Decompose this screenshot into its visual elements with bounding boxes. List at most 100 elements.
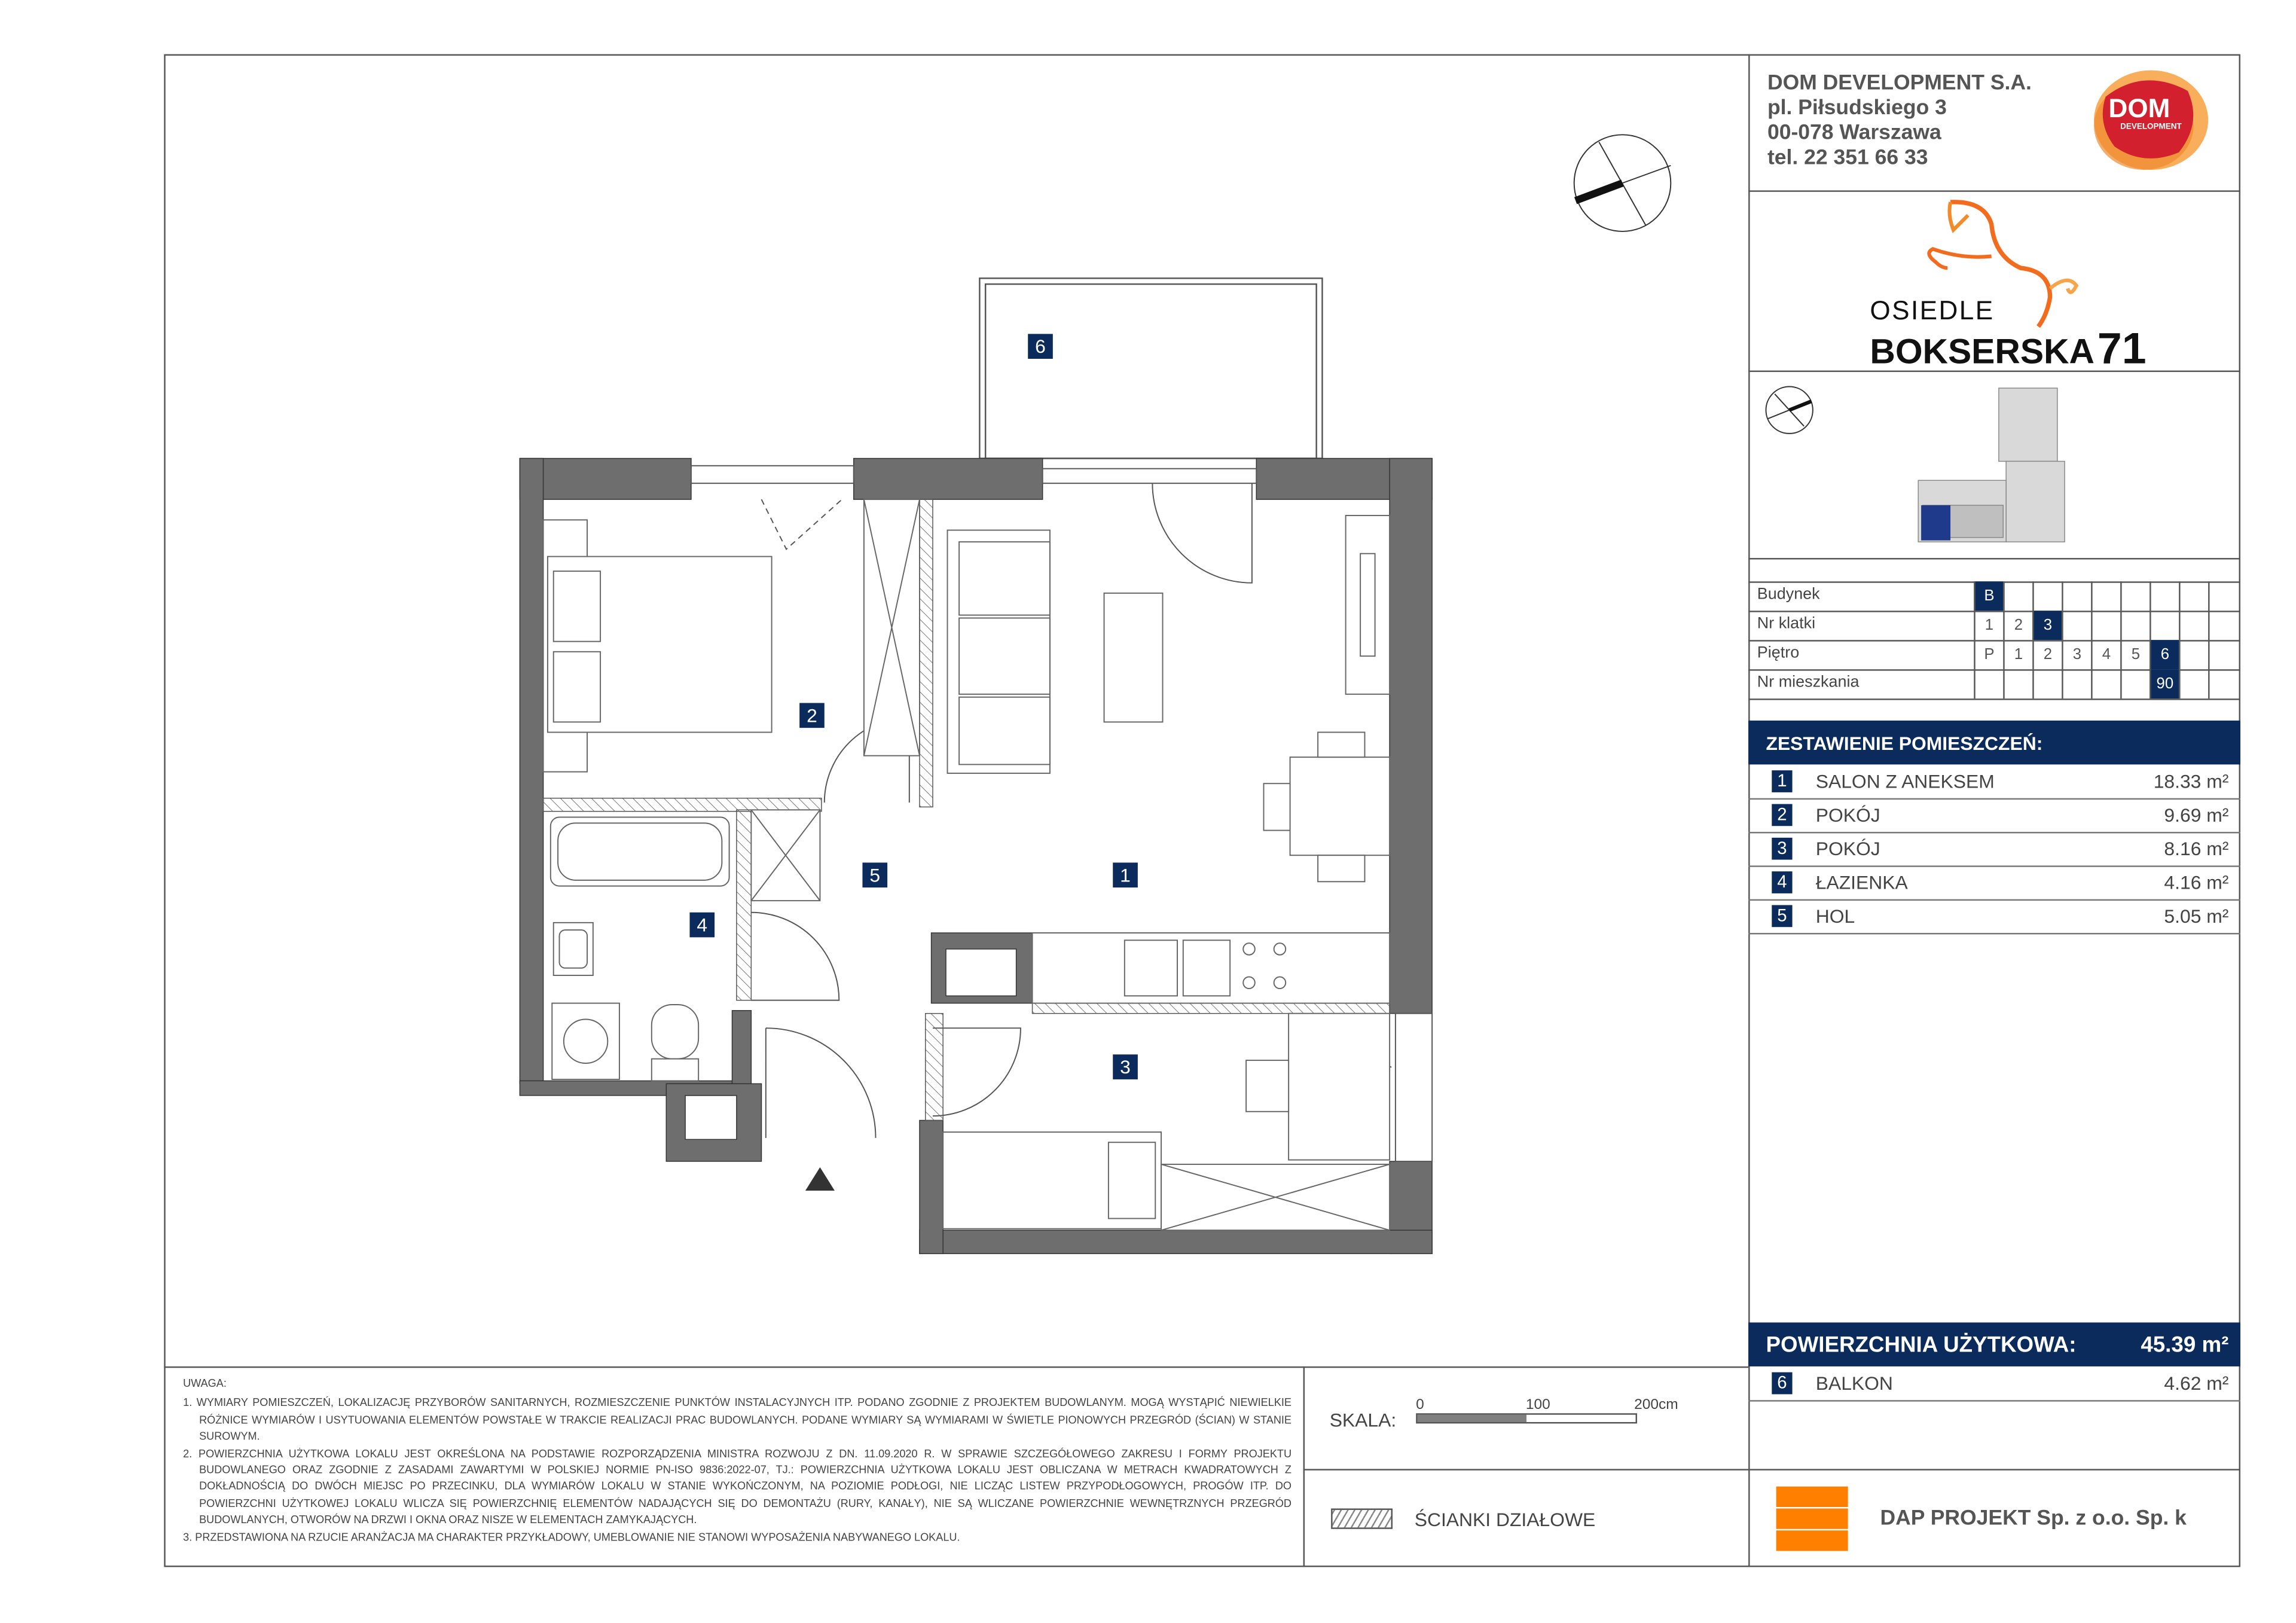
info-cell bbox=[2003, 581, 2032, 611]
info-cell bbox=[2091, 581, 2120, 611]
room-row: 1 SALON Z ANEKSEM 18.33 m² bbox=[1748, 764, 2240, 800]
room-area: 4.16 m² bbox=[2164, 871, 2229, 893]
info-cell bbox=[2179, 581, 2208, 611]
room-label: BALKON bbox=[1815, 1372, 1893, 1395]
divider bbox=[1303, 1469, 2240, 1471]
rooms-summary-header: ZESTAWIENIE POMIESZCZEŃ: bbox=[1748, 720, 2240, 765]
room-number: 3 bbox=[1772, 837, 1793, 860]
info-cell bbox=[2179, 640, 2208, 670]
furniture bbox=[542, 499, 1391, 1231]
info-cell bbox=[2120, 581, 2150, 611]
info-cell bbox=[2179, 611, 2208, 640]
info-row-label: Budynek bbox=[1757, 585, 1820, 603]
room-area: 9.69 m² bbox=[2164, 804, 2229, 826]
room-label: SALON Z ANEKSEM bbox=[1815, 770, 1995, 792]
info-cell: 3 bbox=[2062, 640, 2091, 670]
info-cell: B bbox=[1974, 581, 2004, 611]
info-cell bbox=[2208, 611, 2237, 640]
divider bbox=[1748, 558, 2240, 560]
divider bbox=[1303, 1366, 1305, 1567]
room-number: 5 bbox=[1772, 905, 1793, 928]
info-cell: 1 bbox=[2003, 640, 2032, 670]
table-divider bbox=[1748, 611, 2240, 612]
logo-text: DOM bbox=[2108, 93, 2170, 123]
room-row: 5 HOL 5.05 m² bbox=[1748, 899, 2240, 935]
key-plan bbox=[1911, 381, 2072, 557]
divider bbox=[1748, 370, 2240, 373]
project-name: BOKSERSKA bbox=[1870, 332, 2095, 373]
room-area: 18.33 m² bbox=[2153, 770, 2229, 792]
rooms-summary-title: ZESTAWIENIE POMIESZCZEŃ: bbox=[1766, 732, 2043, 755]
scale-tick-200: 200cm bbox=[1634, 1397, 1678, 1414]
logo-subtext: DEVELOPMENT bbox=[2120, 123, 2182, 132]
info-cell: P bbox=[1974, 640, 2003, 670]
divider bbox=[1748, 54, 1750, 1567]
windows bbox=[690, 465, 1433, 1163]
company-address: pl. Piłsudskiego 3 bbox=[1767, 96, 1947, 120]
divider bbox=[1748, 190, 2240, 192]
partition-walls-label: ŚCIANKI DZIAŁOWE bbox=[1414, 1508, 1596, 1531]
table-divider bbox=[1748, 698, 2240, 700]
info-cell bbox=[2179, 669, 2208, 699]
info-cell bbox=[2091, 611, 2120, 640]
room-row: 2 POKÓJ 9.69 m² bbox=[1748, 798, 2240, 834]
usable-area-value: 45.39 m² bbox=[2141, 1332, 2229, 1358]
info-cell bbox=[2150, 581, 2179, 611]
partition-walls bbox=[542, 499, 1390, 1121]
info-row-label: Nr mieszkania bbox=[1757, 673, 1860, 691]
info-cell bbox=[2208, 581, 2237, 611]
designer-name: DAP PROJEKT Sp. z o.o. Sp. k bbox=[1880, 1507, 2187, 1531]
divider bbox=[164, 1366, 1749, 1368]
balcony bbox=[979, 277, 1323, 459]
info-cell bbox=[1974, 669, 2003, 699]
hatch-legend-icon bbox=[1331, 1508, 1393, 1529]
scale-label: SKALA: bbox=[1329, 1408, 1397, 1431]
scale-tick-100: 100 bbox=[1525, 1397, 1550, 1414]
room-tag-3: 3 bbox=[1113, 1054, 1138, 1079]
info-cell bbox=[2062, 611, 2091, 640]
usable-area-label: POWIERZCHNIA UŻYTKOWA: bbox=[1766, 1332, 2077, 1358]
project-number: 71 bbox=[2097, 325, 2147, 374]
info-cell: 4 bbox=[2091, 640, 2120, 670]
info-cell bbox=[2120, 669, 2150, 699]
room-number: 2 bbox=[1772, 804, 1793, 826]
dom-development-logo: DOM DEVELOPMENT bbox=[2085, 65, 2211, 176]
info-cell bbox=[2032, 581, 2062, 611]
info-cell bbox=[2062, 581, 2091, 611]
info-row-label: Nr klatki bbox=[1757, 615, 1816, 633]
room-label: POKÓJ bbox=[1815, 837, 1880, 860]
room-label: ŁAZIENKA bbox=[1815, 871, 1908, 893]
scale-bar bbox=[1416, 1413, 1637, 1424]
entrance-marker-icon bbox=[805, 1167, 835, 1191]
company-name: DOM DEVELOPMENT S.A. bbox=[1767, 72, 2032, 96]
table-divider bbox=[1748, 669, 2240, 671]
company-phone: tel. 22 351 66 33 bbox=[1767, 146, 1928, 170]
info-cell: 3 bbox=[2032, 611, 2062, 640]
room-number: 1 bbox=[1772, 770, 1793, 792]
room-label: HOL bbox=[1815, 905, 1855, 928]
room-tag-2: 2 bbox=[799, 703, 825, 728]
key-plan-compass-icon bbox=[1764, 385, 1817, 445]
north-compass-icon bbox=[1570, 132, 1678, 245]
room-tag-6: 6 bbox=[1028, 334, 1053, 359]
room-number: 4 bbox=[1772, 871, 1793, 893]
info-cell bbox=[2208, 669, 2237, 699]
room-number: 6 bbox=[1772, 1372, 1793, 1395]
info-cell: 2 bbox=[2032, 640, 2062, 670]
info-cell: 2 bbox=[2003, 611, 2032, 640]
room-area: 5.05 m² bbox=[2164, 905, 2229, 928]
info-cell bbox=[2003, 669, 2032, 699]
sheet-frame bbox=[164, 54, 2240, 1567]
info-cell bbox=[2091, 669, 2120, 699]
scale-tick-0: 0 bbox=[1416, 1397, 1424, 1414]
project-name-line1: OSIEDLE bbox=[1870, 295, 1995, 325]
notes-title: UWAGA: bbox=[183, 1377, 227, 1390]
info-cell: 6 bbox=[2150, 640, 2179, 670]
room-tag-4: 4 bbox=[689, 912, 715, 938]
info-cell bbox=[2032, 669, 2062, 699]
note-item: 3. PRZEDSTAWIONA NA RZUCIE ARANŻACJA MA … bbox=[183, 1530, 960, 1543]
room-label: POKÓJ bbox=[1815, 804, 1880, 826]
info-cell bbox=[2208, 640, 2237, 670]
